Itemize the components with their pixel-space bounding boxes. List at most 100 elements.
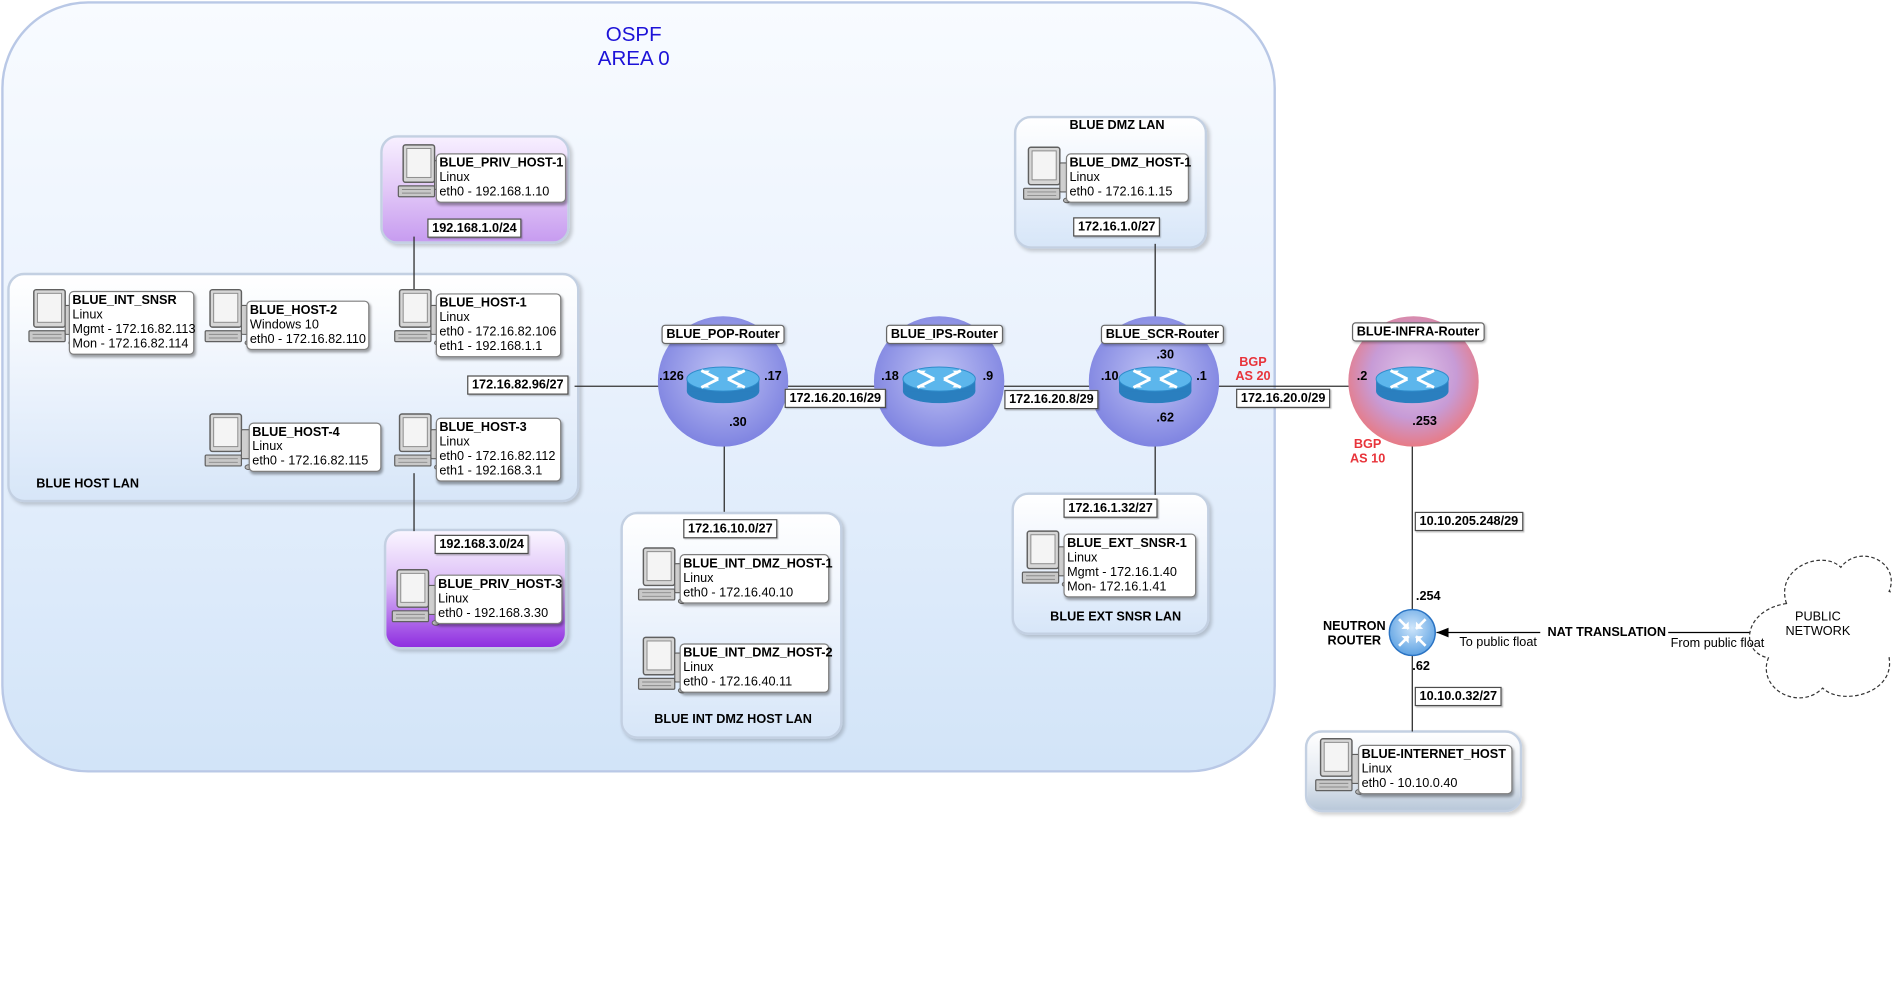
network-label-scr-infra: 172.16.20.0/29 — [1236, 388, 1331, 408]
public-network-label: PUBLIC NETWORK — [1782, 610, 1854, 639]
interface-pop-126: .126 — [659, 369, 684, 384]
dmz-host-1-card[interactable]: BLUE_DMZ_HOST-1 Linux eth0 - 172.16.1.15 — [1065, 153, 1192, 203]
ext-snsr-1-os: Linux — [1067, 550, 1098, 565]
ext-snsr-1-name: BLUE_EXT_SNSR-1 — [1067, 535, 1187, 551]
network-label-ext-snsr: 172.16.1.32/27 — [1063, 498, 1158, 518]
priv-host-3-addr1: eth0 - 192.168.3.30 — [438, 605, 549, 621]
host-1-pc-icon[interactable] — [393, 288, 443, 346]
infra-router-icon[interactable] — [1374, 365, 1450, 405]
host-1-os: Linux — [439, 310, 470, 325]
interface-pop-17: .17 — [764, 369, 782, 384]
interface-neutron-62: .62 — [1412, 659, 1430, 674]
bgp-as20-line2: AS 20 — [1235, 369, 1271, 384]
int-dmz-host-2-pc-icon[interactable] — [637, 636, 687, 694]
host-lan-label: BLUE HOST LAN — [36, 476, 140, 492]
nat-translation-label: NAT TRANSLATION — [1547, 625, 1667, 640]
host-2-card[interactable]: BLUE_HOST-2 Windows 10 eth0 - 172.16.82.… — [246, 300, 370, 351]
nat-to-public-label: To public float — [1459, 634, 1537, 650]
host-3-pc-icon[interactable] — [393, 413, 443, 471]
public-network-label-line2: NETWORK — [1785, 624, 1851, 639]
ospf-area-title-line1: OSPF — [605, 22, 662, 46]
neutron-router-label-line1: NEUTRON — [1322, 619, 1386, 634]
host-1-addr1: eth0 - 172.16.82.106 — [439, 324, 557, 340]
host-2-addr1: eth0 - 172.16.82.110 — [249, 331, 366, 347]
neutron-router-label: NEUTRON ROUTER — [1323, 619, 1386, 648]
ext-snsr-1-addr1: Mgmt - 172.16.1.40 — [1067, 564, 1177, 580]
host-1-card[interactable]: BLUE_HOST-1 Linux eth0 - 172.16.82.106 e… — [435, 293, 562, 358]
bgp-as20-line1: BGP — [1239, 354, 1267, 370]
interface-scr-10: .10 — [1100, 369, 1119, 384]
host-3-os: Linux — [439, 434, 470, 450]
interface-scr-62: .62 — [1156, 410, 1175, 425]
dmz-host-1-os: Linux — [1069, 170, 1100, 185]
interface-ips-9: .9 — [982, 369, 994, 384]
network-label-192-168-1: 192.168.1.0/24 — [427, 218, 522, 238]
int-snsr-addr2: Mon - 172.16.82.114 — [72, 336, 189, 352]
neutron-router-icon[interactable] — [1388, 608, 1436, 657]
priv-host-3-name: BLUE_PRIV_HOST-3 — [438, 576, 563, 592]
priv-host-1-name: BLUE_PRIV_HOST-1 — [439, 155, 564, 171]
dmz-host-1-addr1: eth0 - 172.16.1.15 — [1069, 184, 1173, 200]
int-dmz-host-2-card[interactable]: BLUE_INT_DMZ_HOST-2 Linux eth0 - 172.16.… — [679, 643, 833, 693]
host-4-name: BLUE_HOST-4 — [252, 424, 340, 440]
ext-snsr-1-pc-icon[interactable] — [1021, 530, 1071, 588]
scr-router-icon[interactable] — [1117, 365, 1193, 405]
network-label-pop-ips: 172.16.20.16/29 — [784, 388, 886, 408]
ospf-area-title: OSPF AREA 0 — [567, 23, 700, 71]
network-label-internet: 10.10.0.32/27 — [1414, 686, 1502, 707]
bgp-as20-label: BGP AS 20 — [1229, 355, 1277, 384]
int-dmz-host-1-pc-icon[interactable] — [637, 547, 687, 605]
internet-host-card[interactable]: BLUE-INTERNET_HOST Linux eth0 - 10.10.0.… — [1357, 744, 1513, 795]
network-label-192-168-3: 192.168.3.0/24 — [434, 534, 529, 555]
bgp-as10-line2: AS 10 — [1350, 451, 1386, 466]
host-2-name: BLUE_HOST-2 — [249, 302, 338, 318]
host-2-pc-icon[interactable] — [204, 288, 254, 346]
internet-host-pc-icon[interactable] — [1315, 738, 1364, 795]
nat-left-arrowhead — [1436, 627, 1449, 638]
int-dmz-host-1-card[interactable]: BLUE_INT_DMZ_HOST-1 Linux eth0 - 172.16.… — [679, 554, 833, 604]
link-lines — [413, 236, 1413, 732]
interface-infra-253: .253 — [1412, 414, 1437, 429]
internet-host-addr1: eth0 - 10.10.0.40 — [1361, 776, 1458, 791]
interface-neutron-254: .254 — [1415, 589, 1441, 604]
int-snsr-name: BLUE_INT_SNSR — [72, 293, 177, 308]
interface-pop-30: .30 — [729, 415, 747, 430]
network-label-dmz: 172.16.1.0/27 — [1073, 217, 1161, 237]
int-snsr-os: Linux — [72, 307, 103, 323]
bgp-as10-label: BGP AS 10 — [1344, 437, 1392, 466]
ext-snsr-1-addr2: Mon- 172.16.1.41 — [1067, 579, 1167, 594]
ext-snsr-1-card[interactable]: BLUE_EXT_SNSR-1 Linux Mgmt - 172.16.1.40… — [1063, 533, 1197, 598]
ips-router-icon[interactable] — [901, 365, 977, 405]
ext-snsr-lan-label: BLUE EXT SNSR LAN — [1050, 609, 1182, 625]
int-dmz-host-1-os: Linux — [683, 570, 714, 586]
int-dmz-host-2-name: BLUE_INT_DMZ_HOST-2 — [683, 645, 833, 661]
int-snsr-addr1: Mgmt - 172.16.82.113 — [72, 322, 196, 337]
host-4-os: Linux — [252, 439, 283, 454]
int-dmz-host-2-addr1: eth0 - 172.16.40.11 — [683, 674, 793, 690]
ospf-area-title-line2: AREA 0 — [597, 47, 670, 71]
priv-host-3-card[interactable]: BLUE_PRIV_HOST-3 Linux eth0 - 192.168.3.… — [434, 574, 563, 625]
host-3-card[interactable]: BLUE_HOST-3 Linux eth0 - 172.16.82.112 e… — [435, 417, 562, 482]
dmz-host-1-pc-icon[interactable] — [1022, 146, 1072, 204]
host-3-name: BLUE_HOST-3 — [439, 420, 527, 435]
priv-host-1-card[interactable]: BLUE_PRIV_HOST-1 Linux eth0 - 192.168.1.… — [435, 153, 567, 203]
ips-router-label: BLUE_IPS-Router — [886, 324, 1003, 345]
internet-host-name: BLUE-INTERNET_HOST — [1361, 747, 1506, 762]
priv-host-3-pc-icon[interactable] — [391, 569, 441, 627]
pop-router-label: BLUE_POP-Router — [661, 324, 785, 345]
public-network-cloud — [1749, 555, 1892, 699]
links-layer — [28, 144, 1892, 795]
interface-infra-2: .2 — [1356, 369, 1368, 384]
host-4-card[interactable]: BLUE_HOST-4 Linux eth0 - 172.16.82.115 — [248, 422, 382, 472]
internet-host-os: Linux — [1361, 761, 1392, 777]
pop-router-icon[interactable] — [685, 365, 761, 405]
int-snsr-card[interactable]: BLUE_INT_SNSR Linux Mgmt - 172.16.82.113… — [68, 290, 196, 355]
int-dmz-host-2-os: Linux — [683, 660, 714, 675]
priv-host-1-addr1: eth0 - 192.168.1.10 — [439, 184, 550, 200]
int-dmz-host-1-name: BLUE_INT_DMZ_HOST-1 — [683, 556, 833, 571]
host-4-pc-icon[interactable] — [204, 413, 254, 471]
public-network-label-line1: PUBLIC — [1794, 609, 1841, 625]
host-1-name: BLUE_HOST-1 — [439, 295, 527, 311]
dmz-host-1-name: BLUE_DMZ_HOST-1 — [1069, 155, 1192, 171]
